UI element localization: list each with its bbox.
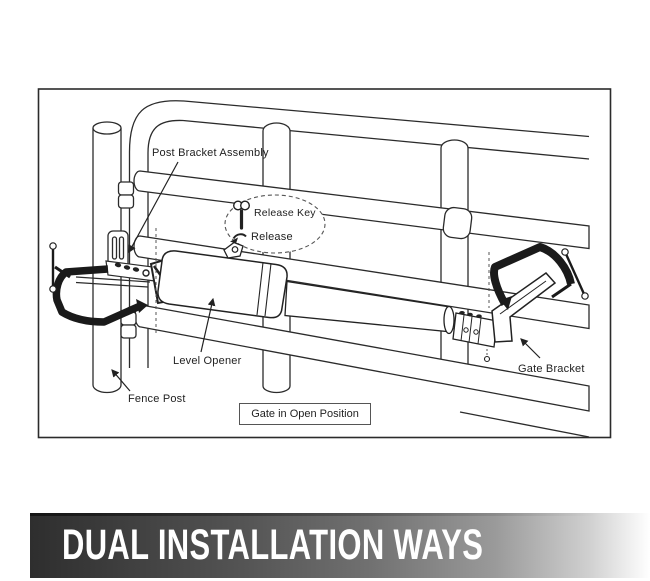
left-c-clamp — [49, 242, 148, 326]
post-bracket-assembly — [75, 260, 156, 288]
release-lever — [223, 241, 244, 259]
level-opener-arrow — [200, 297, 216, 353]
post-bracket-assembly-arrow — [128, 161, 179, 254]
fence-post-arrow — [111, 369, 131, 392]
section-banner: DUAL INSTALLATION WAYS — [30, 513, 650, 578]
release-key-icon — [232, 200, 250, 230]
fence-and-gate — [92, 100, 590, 438]
fence-post-shape — [92, 121, 122, 394]
gate-position-caption-box: Gate in Open Position — [239, 403, 371, 425]
banner-top-shadow — [30, 513, 650, 516]
label-fence-post: Fence Post — [128, 393, 186, 405]
banner-title: DUAL INSTALLATION WAYS — [62, 521, 484, 569]
label-gate-bracket: Gate Bracket — [518, 363, 585, 375]
label-level-opener: Level Opener — [173, 355, 242, 367]
gate-position-caption: Gate in Open Position — [251, 408, 359, 420]
release-callout-ellipse — [224, 194, 326, 254]
release-arrow-icon — [230, 233, 247, 244]
leader-arrows — [111, 161, 541, 392]
level-opener-actuator — [149, 241, 498, 363]
gate-bracket-arrow — [520, 338, 541, 359]
post-bracket-plate — [107, 230, 129, 271]
label-release: Release — [251, 231, 293, 243]
label-post-bracket-assembly: Post Bracket Assembly — [152, 147, 269, 159]
right-c-clamp — [490, 243, 589, 310]
label-release-key: Release Key — [254, 207, 316, 219]
